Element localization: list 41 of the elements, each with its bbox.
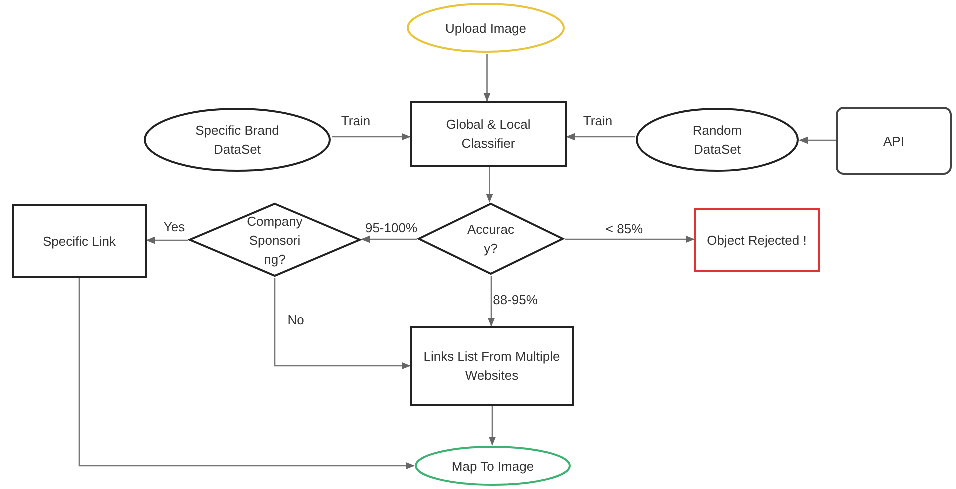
arrow: [484, 54, 491, 102]
arrow: [799, 136, 836, 144]
rejected-box: [694, 208, 820, 272]
edge-label: Train: [340, 114, 372, 128]
node-label: Map To Image: [452, 458, 534, 476]
arrow: [332, 133, 411, 141]
arrow: [274, 278, 411, 370]
node-label: Specific Brand DataSet: [194, 122, 280, 159]
node-label: Company Sponsori ng?: [246, 212, 304, 268]
node-label: API: [884, 132, 904, 150]
process-box: [12, 204, 147, 278]
decision-diamond: [188, 202, 362, 278]
node-label: Global & Local Classifier: [445, 116, 532, 153]
source-box: [836, 107, 952, 175]
edge-label: Train: [582, 114, 614, 128]
edge-label: 88-95%: [492, 294, 539, 306]
arrow: [488, 276, 496, 327]
arrow: [78, 278, 415, 470]
arrow: [486, 167, 494, 203]
arrow: [361, 236, 417, 244]
node-label: Upload Image: [446, 20, 526, 38]
node-label: Accurac y?: [466, 221, 516, 258]
process-box: [410, 101, 567, 167]
arrow: [146, 236, 188, 244]
node-label: Object Rejected !: [707, 232, 807, 250]
end-ellipse: [414, 445, 572, 487]
node-label: Random DataSet: [692, 122, 744, 159]
edge-label: Yes: [162, 220, 186, 233]
node-label: Links List From Multiple Websites: [422, 348, 562, 385]
data-ellipse: [635, 107, 800, 173]
decision-diamond: [417, 202, 565, 276]
edge-label: No: [286, 314, 306, 326]
arrow: [565, 236, 695, 244]
edge-label: < 85%: [604, 222, 644, 235]
node-label: Specific Link: [43, 232, 116, 250]
start-ellipse: [406, 2, 566, 54]
process-box: [410, 326, 574, 406]
data-ellipse: [143, 107, 332, 173]
edge-label: 95-100%: [364, 221, 419, 234]
arrow: [566, 133, 635, 141]
arrow: [488, 406, 496, 446]
